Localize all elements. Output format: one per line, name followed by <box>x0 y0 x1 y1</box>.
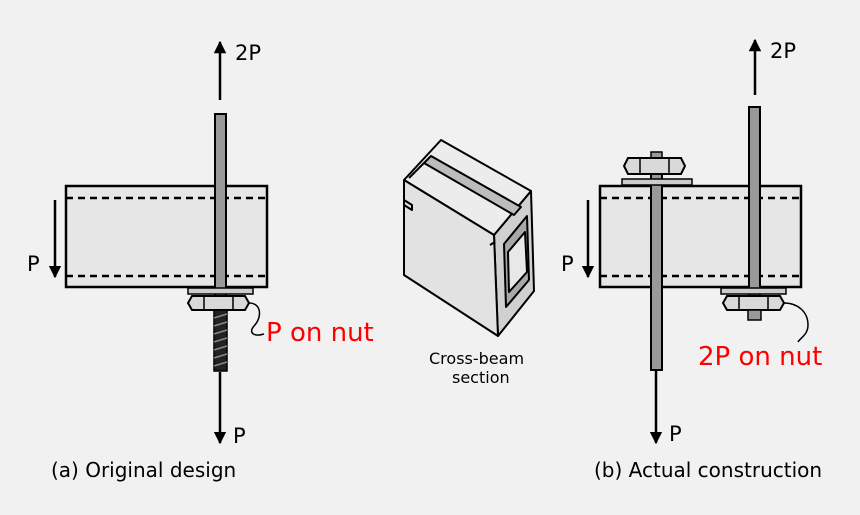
left-nut-label: P on nut <box>266 318 374 348</box>
right-caption: (b) Actual construction <box>594 458 823 482</box>
right-long-rod <box>650 169 663 371</box>
actual-construction-diagram <box>581 38 809 445</box>
left-beam <box>64 184 269 289</box>
right-nut-leader-line <box>783 302 809 343</box>
right-top-nut <box>622 157 687 175</box>
cross-beam-section-drawing <box>403 139 535 337</box>
right-beam <box>598 184 803 289</box>
right-top-washer <box>621 178 693 186</box>
cross-beam-caption-line1: Cross-beam <box>429 349 525 368</box>
original-design-diagram <box>48 40 269 445</box>
left-rod <box>214 113 227 307</box>
left-bottom-force-label: P <box>233 424 246 448</box>
right-top-force-label: 2P <box>770 39 797 63</box>
right-bottom-washer <box>720 287 787 295</box>
cross-beam-caption-line2: section <box>452 368 510 387</box>
left-side-force-label: P <box>27 252 40 276</box>
left-top-force-label: 2P <box>235 41 262 65</box>
right-side-force-label: P <box>561 252 574 276</box>
left-nut-leader-line <box>248 302 265 336</box>
left-nut <box>186 295 251 311</box>
right-bottom-force-label: P <box>669 422 682 446</box>
right-nut-label: 2P on nut <box>698 342 823 372</box>
right-short-rod <box>748 106 761 311</box>
left-caption: (a) Original design <box>51 458 237 482</box>
right-bottom-nut <box>721 295 786 311</box>
left-washer <box>187 287 254 295</box>
